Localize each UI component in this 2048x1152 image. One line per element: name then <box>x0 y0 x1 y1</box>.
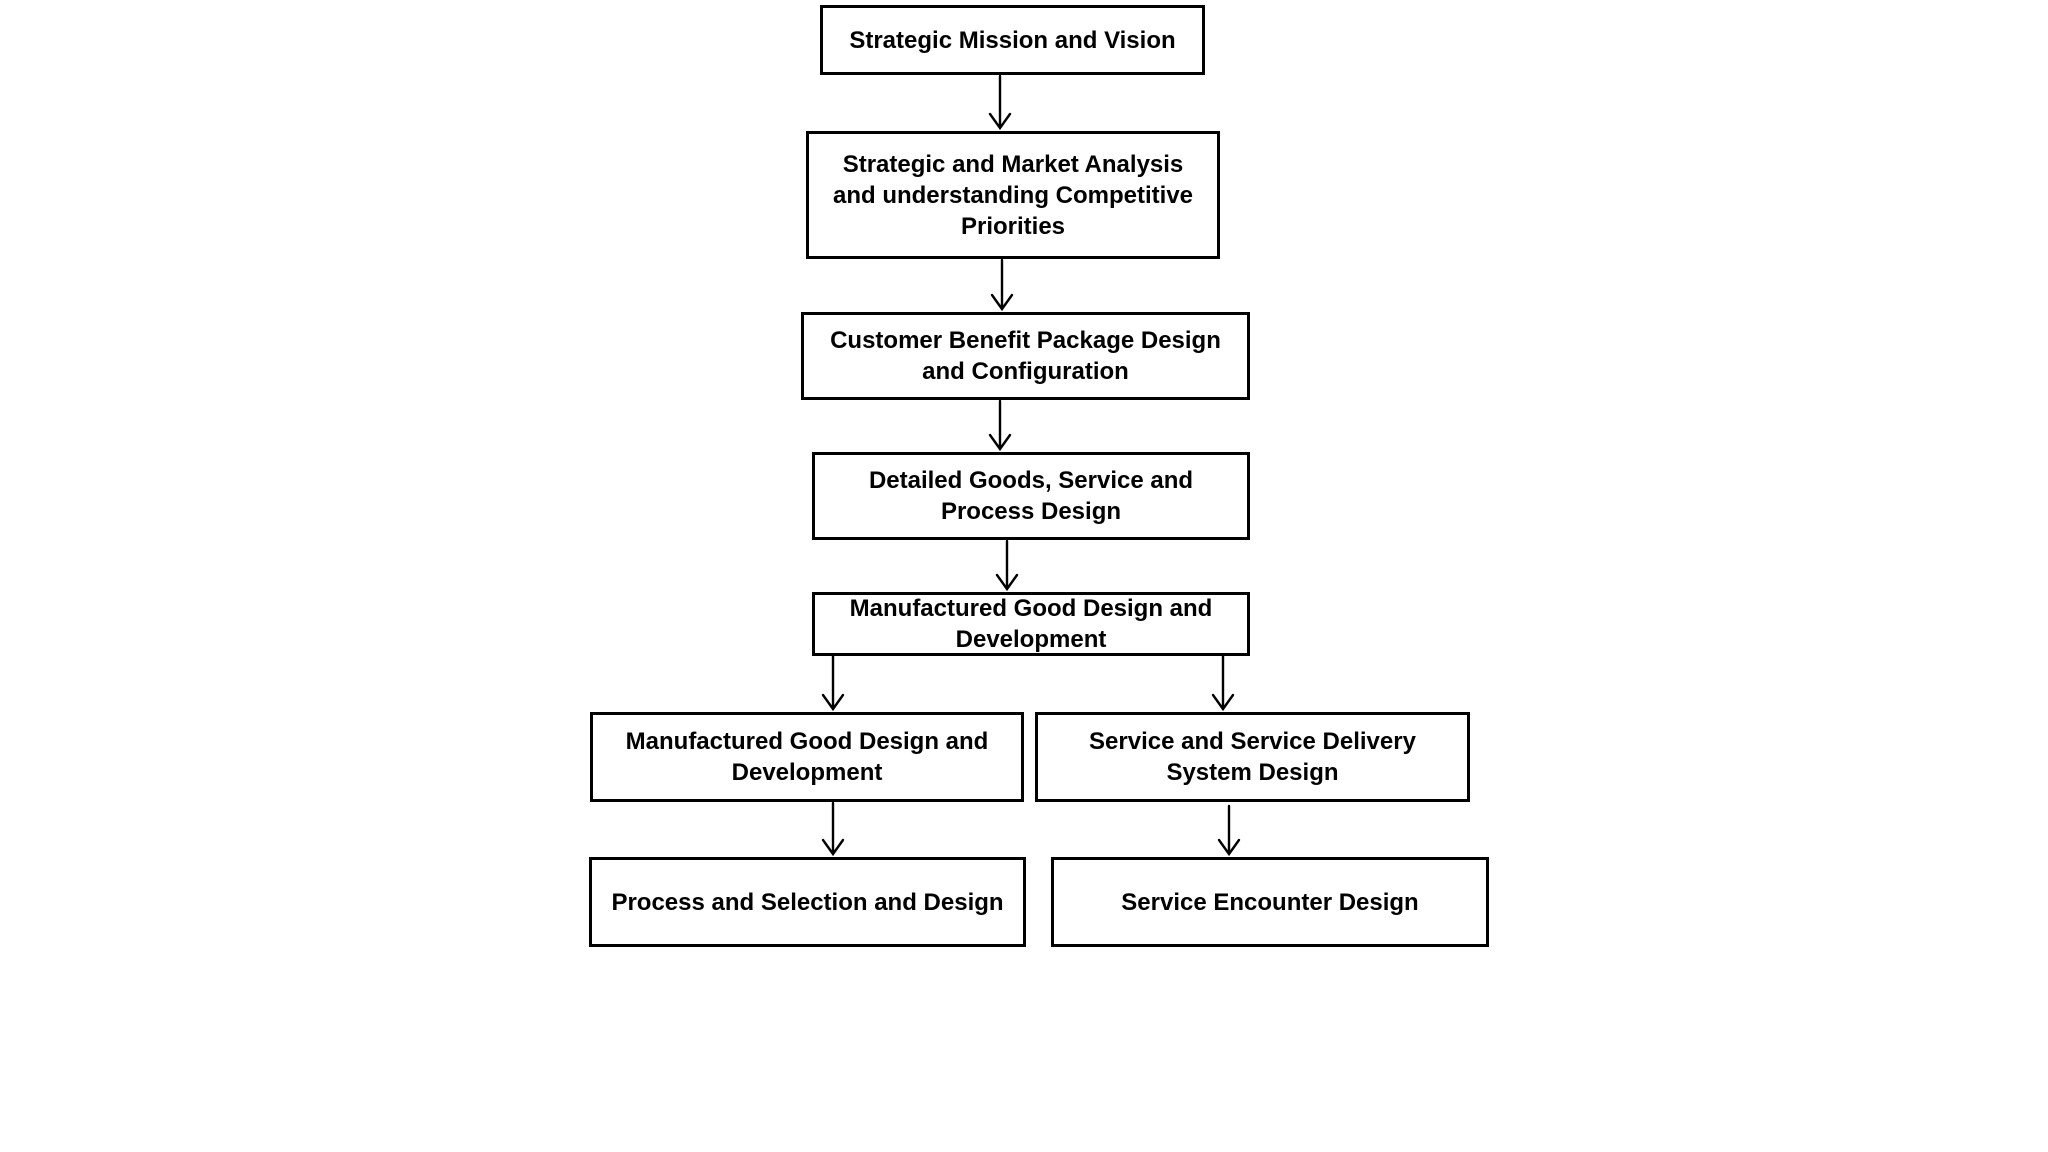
down-arrow-connector-3 <box>988 399 1012 452</box>
flowchart-node-process-selection-design: Process and Selection and Design <box>589 857 1026 947</box>
flowchart-node-customer-benefit-package: Customer Benefit Package Design and Conf… <box>801 312 1250 400</box>
flowchart-node-strategic-market-analysis: Strategic and Market Analysis and unders… <box>806 131 1220 259</box>
flowchart-node-manufactured-good-left: Manufactured Good Design and Development <box>590 712 1024 802</box>
down-arrow-connector-7 <box>821 801 845 857</box>
flowchart-node-manufactured-good-mid: Manufactured Good Design and Development <box>812 592 1250 656</box>
flowchart-node-strategic-mission: Strategic Mission and Vision <box>820 5 1205 75</box>
down-arrow-connector-4 <box>995 539 1019 592</box>
down-arrow-connector-2 <box>990 258 1014 312</box>
flowchart-node-service-encounter-design: Service Encounter Design <box>1051 857 1489 947</box>
flowchart-node-detailed-goods-service: Detailed Goods, Service and Process Desi… <box>812 452 1250 540</box>
down-arrow-connector-1 <box>988 74 1012 131</box>
down-arrow-connector-8 <box>1217 804 1241 857</box>
flowchart-node-service-delivery-system: Service and Service Delivery System Desi… <box>1035 712 1470 802</box>
down-arrow-connector-5 <box>821 654 845 712</box>
down-arrow-connector-6 <box>1211 654 1235 712</box>
